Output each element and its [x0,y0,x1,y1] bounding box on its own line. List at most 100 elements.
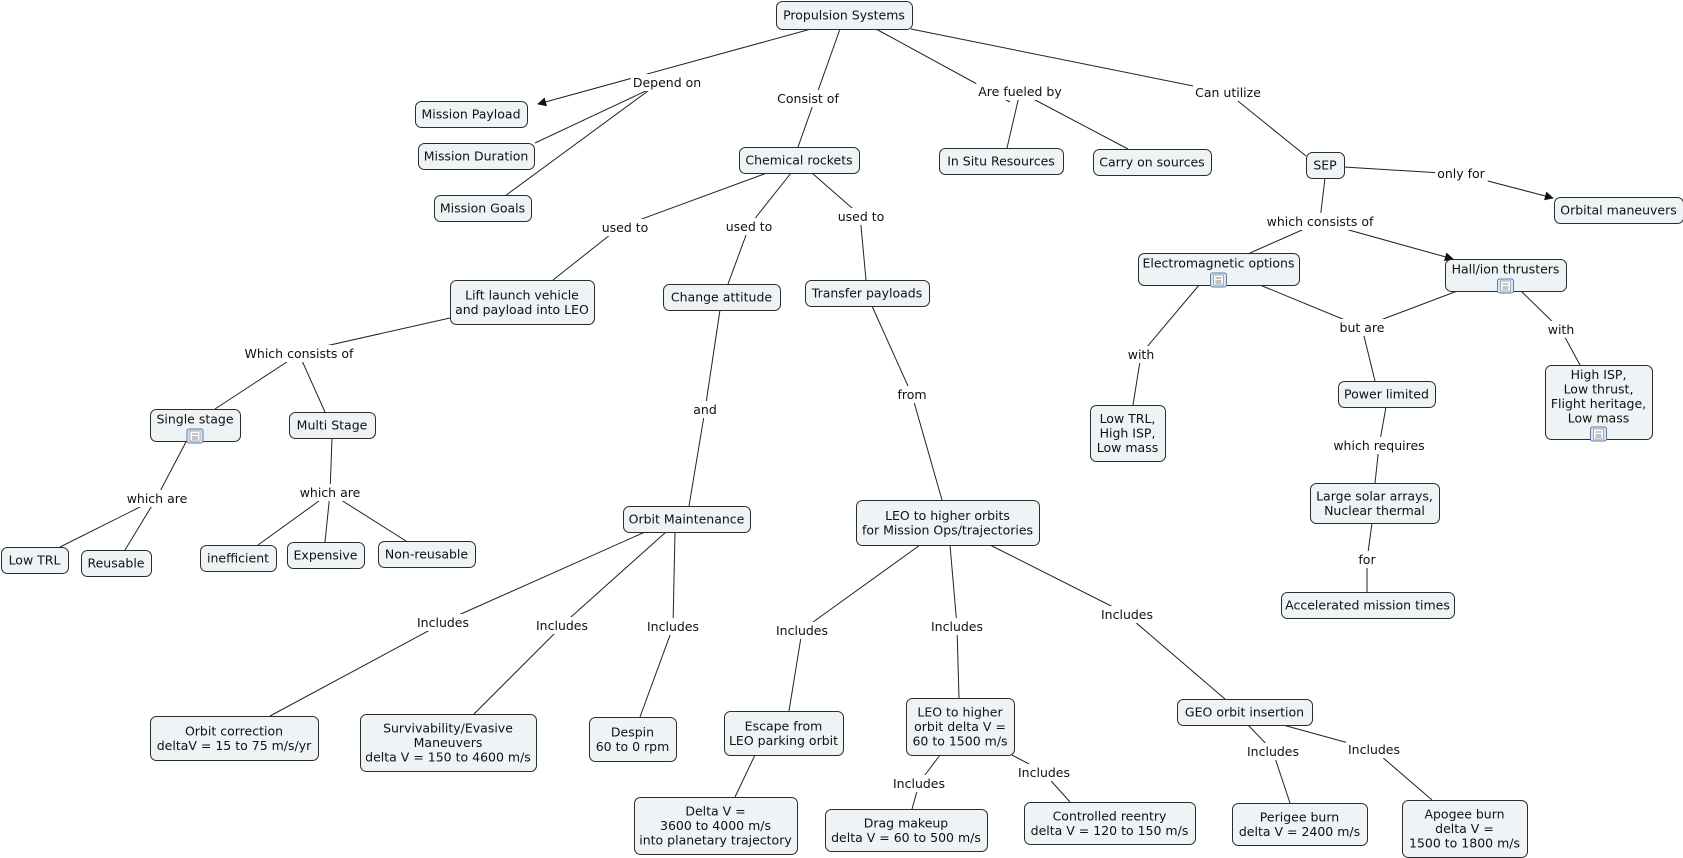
node-label-line: Mission Duration [424,149,529,164]
node-label-line: Nuclear thermal [1324,503,1425,518]
concept-node-highisp[interactable]: High ISP,Low thrust,Flight heritage,Low … [1545,365,1653,442]
connector-line [672,531,676,627]
node-label-line: Controlled reentry [1053,808,1167,823]
node-box [906,698,1015,756]
link-label-for: for [1356,551,1379,568]
link-label-dependon: Depend on [630,74,704,91]
connector-line [619,172,768,228]
node-label-line: Multi Stage [297,418,368,433]
node-box [200,545,277,572]
connector-line [1132,354,1142,406]
node-label-line: Survivability/Evasive [383,721,513,736]
link-label-text: Consist of [777,91,839,106]
attached-resource-icon[interactable] [1210,272,1227,288]
link-label-whichconsists: which consists of [1264,213,1376,230]
connector-line [1006,91,1021,149]
concept-node-sep[interactable]: SEP [1306,152,1345,179]
link-label-from: from [895,386,929,403]
attached-resource-icon[interactable] [1590,426,1607,442]
concept-node-chemical[interactable]: Chemical rockets [739,147,860,174]
concept-node-solar[interactable]: Large solar arrays,Nuclear thermal [1310,483,1440,524]
link-label-usedto3: used to [835,208,887,225]
concept-node-reusable[interactable]: Reusable [81,550,152,577]
node-label-line: Orbit correction [185,723,283,738]
concept-node-insitu[interactable]: In Situ Resources [939,148,1064,175]
concept-node-changeatt[interactable]: Change attitude [663,284,781,311]
link-label-text: used to [838,209,885,224]
node-box [776,1,913,30]
link-label-inc7: Includes [890,775,948,792]
concept-node-orbitmaint[interactable]: Orbit Maintenance [623,506,751,533]
link-label-inc6: Includes [1098,606,1156,623]
concept-node-geo[interactable]: GEO orbit insertion [1177,699,1313,726]
concept-node-expensive[interactable]: Expensive [287,542,365,569]
concept-node-payload[interactable]: Mission Payload [415,101,528,128]
node-box [634,797,798,855]
node-box [1090,405,1166,462]
connector-line [442,531,646,623]
node-box [1554,197,1683,224]
concept-node-multi[interactable]: Multi Stage [289,412,376,439]
node-label-line: Drag makeup [864,815,949,830]
concept-node-lowtrl[interactable]: Low TRL [1,547,69,574]
link-label-butare: but are [1337,319,1387,336]
attached-resource-icon[interactable] [186,428,204,444]
node-label-line: Chemical rockets [745,153,852,168]
concept-node-nonreusable[interactable]: Non-reusable [378,541,476,568]
node-label-line: Mission Payload [421,107,520,122]
link-label-onlyfor: only for [1435,165,1488,182]
node-label-line: 60 to 0 rpm [596,739,670,754]
concept-node-goals[interactable]: Mission Goals [434,195,532,222]
concept-node-duration[interactable]: Mission Duration [418,143,535,170]
link-label-inc8: Includes [1015,764,1073,781]
node-box [418,143,535,170]
link-label-text: Includes [1101,607,1153,622]
node-box [415,101,528,128]
concept-node-electro[interactable]: Electromagnetic options [1138,253,1300,288]
concept-node-orbitalman[interactable]: Orbital maneuvers [1554,197,1683,224]
node-box [739,147,860,174]
node-label-line: Propulsion Systems [783,8,905,23]
node-label-line: Low mass [1568,410,1629,425]
node-label-line: delta V = 60 to 500 m/s [831,830,981,845]
node-label-line: Transfer payloads [811,286,922,301]
node-label-line: In Situ Resources [947,154,1055,169]
concept-node-transfer[interactable]: Transfer payloads [805,280,930,307]
node-label-line: delta V = 150 to 4600 m/s [365,750,531,765]
concept-node-carryon[interactable]: Carry on sources [1093,149,1212,176]
concept-node-inefficient[interactable]: inefficient [200,545,277,572]
connector-line [1126,614,1226,700]
link-label-text: and [693,402,717,417]
concept-node-single[interactable]: Single stage [150,409,241,444]
concept-node-powerlim[interactable]: Power limited [1338,381,1436,408]
link-label-and: and [691,401,719,418]
concept-node-lowtrl_high[interactable]: Low TRL,High ISP,Low mass [1090,405,1166,462]
node-label-line: High ISP, [1100,426,1156,441]
connector-line [214,353,300,410]
node-label-line: Low TRL [9,553,61,568]
connector-lines [59,28,1581,810]
node-label-line: orbit delta V = [914,719,1006,734]
node-box [724,711,844,756]
concept-node-propulsion[interactable]: Propulsion Systems [776,1,913,30]
link-label-inc2: Includes [533,617,591,634]
node-label-line: High ISP, [1571,367,1627,382]
link-label-text: Are fueled by [978,84,1062,99]
concept-node-accel[interactable]: Accelerated mission times [1281,592,1455,619]
node-box [150,716,319,761]
concept-node-hallion[interactable]: Hall/ion thrusters [1445,259,1567,294]
attached-resource-icon[interactable] [1497,278,1514,294]
